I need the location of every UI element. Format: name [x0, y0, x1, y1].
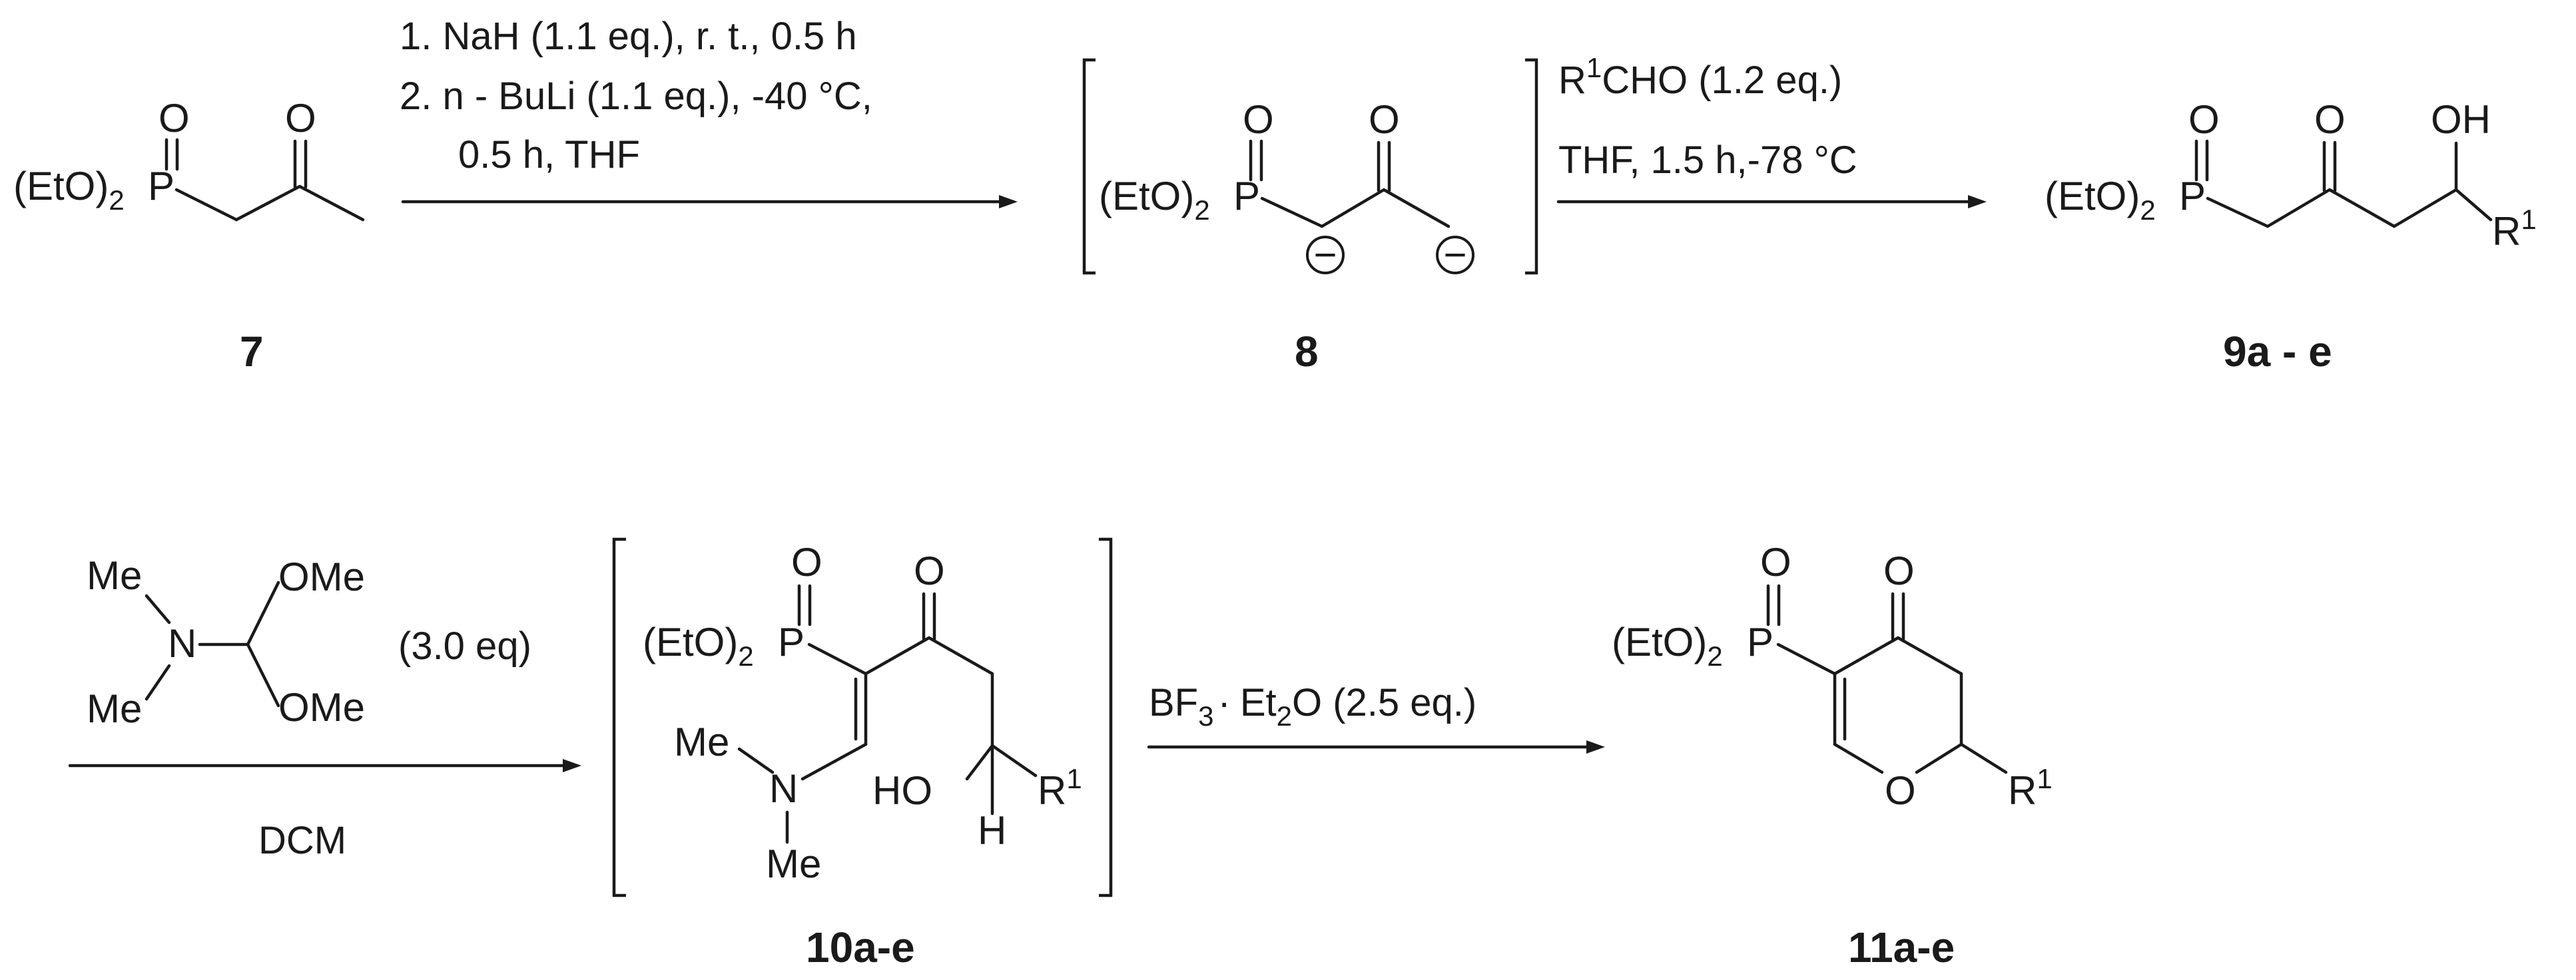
methoxy-group: OMe	[278, 685, 365, 730]
compound-11: (EtO)2 P O O O R1 11a-e	[1612, 540, 2053, 971]
step-2: R1CHO (1.2 eq.) THF, 1.5 h,-78 °C	[1556, 52, 1987, 208]
r1-substituent: R1	[2492, 204, 2537, 254]
bonds	[164, 138, 365, 222]
compound-10: (EtO)2 P O O Me N Me HO H R1 10a-e	[612, 537, 1113, 971]
bracket-right	[1099, 537, 1113, 897]
bonds	[145, 581, 280, 708]
bonds	[1249, 139, 1450, 228]
hydroxyl-group: OH	[2431, 97, 2491, 142]
arrow-head-1	[999, 195, 1018, 208]
phosphoryl-oxygen: O	[1760, 540, 1791, 585]
ester-group: (EtO)2	[13, 164, 125, 216]
bracket-left	[1082, 58, 1096, 275]
methyl-group: Me	[87, 553, 142, 598]
solvent-label: DCM	[258, 819, 346, 862]
carbanion-charge-2: −	[1436, 232, 1474, 277]
nitrogen-atom: N	[168, 621, 196, 666]
phosphoryl-oxygen: O	[2188, 97, 2220, 142]
step-4: BF3·Et2O (2.5 eq.)	[1147, 681, 1605, 754]
bracket-left	[612, 537, 626, 897]
compound-label: 10a-e	[806, 923, 915, 971]
ketone-oxygen: O	[2314, 97, 2346, 142]
arrow-head-4	[1586, 740, 1605, 754]
ketone-oxygen: O	[285, 96, 316, 140]
compound-label: 8	[1295, 328, 1319, 375]
dmf-dma-reagent: Me Me N OMe OMe (3.0 eq)	[87, 553, 531, 731]
svg-text:−: −	[1313, 232, 1337, 277]
compound-9: (EtO)2 P O O OH R1 9a - e	[2045, 97, 2537, 375]
ester-group: (EtO)2	[1612, 620, 1723, 672]
ketone-oxygen: O	[914, 549, 945, 593]
ester-group: (EtO)2	[1099, 174, 1210, 226]
phosphorus-atom: P	[1747, 620, 1773, 664]
ring-oxygen: O	[1885, 768, 1916, 813]
svg-text:−: −	[1443, 232, 1466, 277]
phosphorus-atom: P	[778, 620, 805, 664]
ester-group: (EtO)2	[643, 620, 754, 672]
methyl-group: Me	[674, 720, 729, 764]
methyl-group: Me	[766, 842, 821, 886]
compound-7: (EtO)2 P O O 7	[13, 96, 365, 375]
methyl-group: Me	[87, 686, 142, 731]
compound-8: (EtO)2 P O O − − 8	[1082, 58, 1538, 375]
lewis-acid-condition: BF3·Et2O (2.5 eq.)	[1149, 681, 1476, 732]
reagent-equivalents: (3.0 eq)	[398, 624, 531, 668]
phosphoryl-oxygen: O	[791, 540, 822, 585]
r1-substituent: R1	[1038, 763, 1082, 813]
ketone-oxygen: O	[1883, 549, 1915, 593]
phosphorus-atom: P	[2179, 174, 2206, 218]
ketone-oxygen: O	[1369, 97, 1400, 142]
ester-group: (EtO)2	[2045, 174, 2156, 226]
compound-label: 11a-e	[1848, 923, 1955, 971]
condition-line-2: THF, 1.5 h,-78 °C	[1558, 138, 1857, 182]
carbanion-charge-1: −	[1306, 232, 1345, 277]
compound-label: 9a - e	[2223, 328, 2332, 375]
phosphorus-atom: P	[148, 164, 174, 208]
step-1: 1. NaH (1.1 eq.), r. t., 0.5 h 2. n - Bu…	[400, 15, 1018, 208]
phosphoryl-oxygen: O	[159, 96, 190, 140]
condition-line-1: 1. NaH (1.1 eq.), r. t., 0.5 h	[400, 15, 857, 58]
bonds	[1766, 584, 2008, 774]
phosphoryl-oxygen: O	[1243, 97, 1274, 142]
methoxy-group: OMe	[278, 555, 365, 599]
arrow-head-2	[1968, 195, 1987, 208]
condition-line-1: R1CHO (1.2 eq.)	[1558, 52, 1842, 102]
arrow-head-3	[563, 759, 581, 772]
step-3: DCM	[68, 759, 581, 862]
compound-label: 7	[240, 328, 264, 375]
condition-line-2: 2. n - BuLi (1.1 eq.), -40 °C,	[400, 75, 872, 118]
hydroxyl-group: HO	[872, 768, 932, 813]
bracket-right	[1525, 58, 1538, 275]
nitrogen-atom: N	[769, 766, 798, 811]
condition-line-3: 0.5 h, THF	[458, 133, 640, 176]
hydrogen-atom: H	[978, 808, 1006, 853]
bonds	[2194, 139, 2493, 228]
phosphorus-atom: P	[1233, 174, 1260, 218]
r1-substituent: R1	[2008, 763, 2053, 813]
bonds	[737, 584, 1038, 844]
